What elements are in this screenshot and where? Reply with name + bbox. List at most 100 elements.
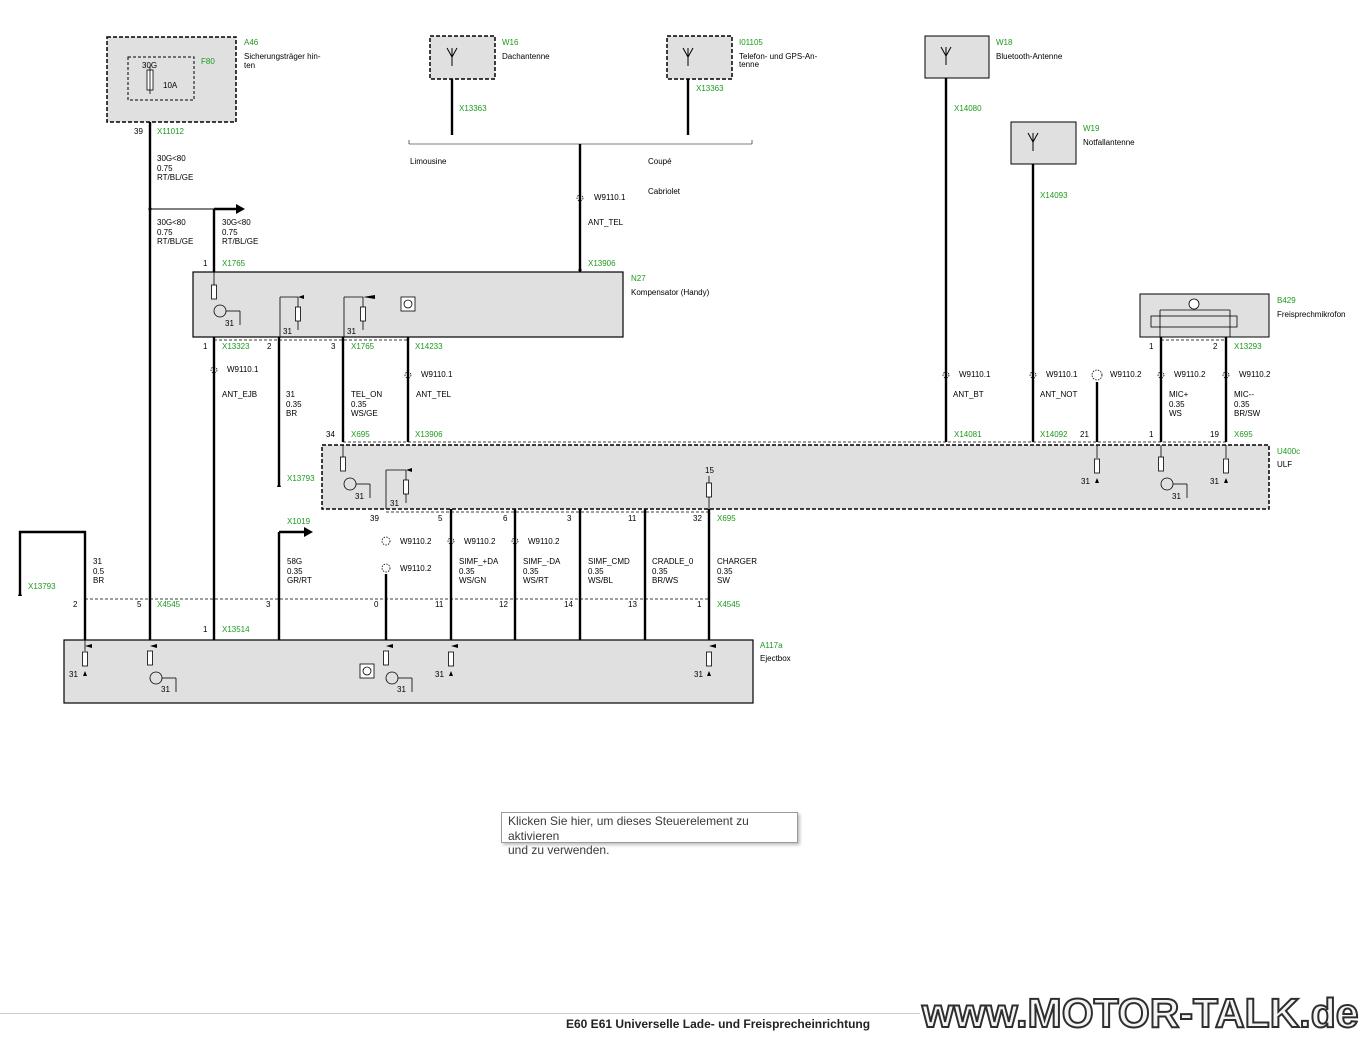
variant-coupe: Coupé	[648, 157, 672, 166]
connector-x13363-b: X13363	[696, 84, 724, 93]
pin-3: 3	[331, 342, 336, 351]
pin-2: 2	[267, 342, 272, 351]
signal-cradle: CRADLE_0	[652, 557, 694, 566]
wire-simf-cmd-color: WS/BL	[588, 576, 613, 585]
wire-tel-on-size: 0.35	[351, 400, 367, 409]
component-id-b429: B429	[1277, 296, 1296, 305]
pin-5: 5	[137, 600, 142, 609]
microphone-icon	[1188, 298, 1200, 310]
ground-31-label: 31	[390, 499, 399, 508]
ground-31-label: 31	[283, 327, 292, 336]
pin-1: 1	[203, 342, 208, 351]
component-name-a117a: Ejectbox	[760, 654, 791, 663]
wire-31-color: BR	[286, 409, 297, 418]
wire-30g-color-c: RT/BL/GE	[222, 237, 258, 246]
connector-x1765-bottom: X1765	[351, 342, 375, 351]
wire-30g-color: RT/BL/GE	[157, 173, 193, 182]
wire-31-05-signal: 31	[93, 557, 102, 566]
pin-6: 6	[503, 514, 508, 523]
ground-31-label: 31	[355, 492, 364, 501]
wire-30g-signal-c: 30G<80	[222, 218, 251, 227]
wire-cradle-color: BR/WS	[652, 576, 678, 585]
pin-32: 32	[693, 514, 702, 523]
splice-w9110-2-f: W9110.2	[464, 537, 496, 546]
wire-30g-size-b: 0.75	[157, 228, 173, 237]
ground-31-label: 31	[435, 670, 444, 679]
wire-charger-size: 0.35	[717, 567, 733, 576]
ground-31-label: 31	[225, 319, 234, 328]
connector-x14080: X14080	[954, 104, 982, 113]
signal-mic-minus: MIC--	[1234, 390, 1254, 399]
pin-13: 13	[628, 600, 637, 609]
fuse-rating-label: 10A	[163, 81, 178, 90]
connector-x695-top-b: X695	[1234, 430, 1253, 439]
component-name-u400c: ULF	[1277, 460, 1292, 469]
component-name-i01105-cont: tenne	[739, 60, 760, 69]
ground-31-label: 31	[1172, 492, 1181, 501]
splice-w9110-2-e: W9110.2	[400, 564, 432, 573]
pin-19: 19	[1210, 430, 1219, 439]
component-id-w18: W18	[996, 38, 1013, 47]
component-id-w19: W19	[1083, 124, 1100, 133]
signal-ant-ejb: ANT_EJB	[222, 390, 257, 399]
wire-cradle-size: 0.35	[652, 567, 668, 576]
fuse-id-label: F80	[201, 57, 215, 66]
wire-58g-signal: 58G	[287, 557, 302, 566]
wire-mic-minus-color: BR/SW	[1234, 409, 1261, 418]
connector-x14093: X14093	[1040, 191, 1068, 200]
tooltip-line-1: Klicken Sie hier, um dieses Steuerelemen…	[508, 814, 749, 843]
footer-title: E60 E61 Universelle Lade- und Freisprech…	[566, 1017, 871, 1031]
wire-30g-size: 0.75	[157, 164, 173, 173]
ground-31-label: 31	[1081, 477, 1090, 486]
wire-tel-on-color: WS/GE	[351, 409, 378, 418]
splice-w9110-1-e: W9110.1	[1046, 370, 1078, 379]
splice-w9110-2-d: W9110.2	[400, 537, 432, 546]
component-id-a117a: A117a	[760, 641, 783, 650]
connector-x4545-b: X4545	[717, 600, 741, 609]
component-a117a: A117a Ejectbox 31 31 31 31 31	[63, 634, 791, 704]
component-name-w18: Bluetooth-Antenne	[996, 52, 1063, 61]
signal-mic-plus: MIC+	[1169, 390, 1189, 399]
ground-31-label: 31	[69, 670, 78, 679]
pin-1: 1	[1149, 430, 1154, 439]
wire-30g-color-b: RT/BL/GE	[157, 237, 193, 246]
wire-58g-size: 0.35	[287, 567, 303, 576]
component-n27: N27 Kompensator (Handy) 31 31 31	[192, 271, 710, 338]
splice-w9110-1-c: W9110.1	[421, 370, 453, 379]
pin-3: 3	[266, 600, 271, 609]
chip-icon	[362, 666, 372, 676]
ground-31-label: 31	[1210, 477, 1219, 486]
component-id-u400c: U400c	[1277, 447, 1300, 456]
pin-21: 21	[1080, 430, 1089, 439]
connector-x13293: X13293	[1234, 342, 1262, 351]
wire-simf-mda-size: 0.35	[523, 567, 539, 576]
component-name-a46: Sicherungsträger hin-	[244, 52, 321, 61]
component-name-b429: Freisprechmikrofon	[1277, 310, 1345, 319]
signal-simf-pda: SIMF_+DA	[459, 557, 499, 566]
connector-x14081: X14081	[954, 430, 982, 439]
component-u400c: U400c ULF 31 31 15 31 31 31	[321, 444, 1300, 510]
component-id-w16: W16	[502, 38, 519, 47]
component-w19: W19 Notfallantenne	[1010, 121, 1135, 165]
pin-1: 1	[697, 600, 702, 609]
wire-simf-mda-color: WS/RT	[523, 576, 549, 585]
ground-31-label: 31	[347, 327, 356, 336]
component-w16: W16 Dachantenne	[429, 35, 550, 80]
component-name-i01105: Telefon- und GPS-An-	[739, 52, 818, 61]
splice-w9110-2-c: W9110.2	[1239, 370, 1271, 379]
splice-w9110-1-b: W9110.1	[227, 365, 259, 374]
pin-15: 15	[705, 466, 714, 475]
signal-simf-cmd: SIMF_CMD	[588, 557, 630, 566]
splice-w9110-2-b: W9110.2	[1174, 370, 1206, 379]
activation-tooltip[interactable]: Klicken Sie hier, um dieses Steuerelemen…	[501, 812, 798, 857]
pin-39: 39	[370, 514, 379, 523]
splice-w9110-2-g: W9110.2	[528, 537, 560, 546]
connector-x1019: X1019	[287, 517, 311, 526]
pin-2: 2	[73, 600, 78, 609]
connector-x13363-a: X13363	[459, 104, 487, 113]
wire-mic-plus-color: WS	[1169, 409, 1182, 418]
wire-simf-pda-color: WS/GN	[459, 576, 486, 585]
wire-31-05-color: BR	[93, 576, 104, 585]
wire-58g-color: GR/RT	[287, 576, 312, 585]
component-name-w19: Notfallantenne	[1083, 138, 1135, 147]
